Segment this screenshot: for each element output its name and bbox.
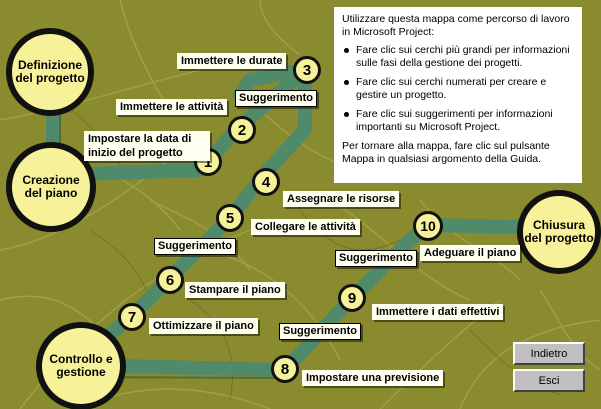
step-3-number: 3 <box>302 61 312 79</box>
phase-chiusura[interactable]: Chiusura del progetto <box>517 190 601 274</box>
step-8-number: 8 <box>280 360 290 378</box>
step-7-number: 7 <box>127 308 137 326</box>
step-10-circle[interactable]: 10 <box>413 211 443 241</box>
exit-button[interactable]: Esci <box>513 369 585 392</box>
step-2-label[interactable]: Immettere le attività <box>116 99 228 115</box>
step-2-circle[interactable]: 2 <box>228 116 256 144</box>
step-3-circle[interactable]: 3 <box>293 56 321 84</box>
step-5-number: 5 <box>225 209 235 227</box>
step-8-label[interactable]: Impostare una previsione <box>302 370 444 386</box>
info-footer: Per tornare alla mappa, fare clic sul pu… <box>342 140 550 165</box>
step-9-circle[interactable]: 9 <box>338 284 366 312</box>
step-10-label[interactable]: Adeguare il piano <box>420 245 521 261</box>
info-bullet-phases: Fare clic sui cerchi più grandi per info… <box>342 44 574 69</box>
step-6-number: 6 <box>165 271 175 289</box>
step-6-circle[interactable]: 6 <box>156 266 184 294</box>
info-intro: Utilizzare questa mappa come percorso di… <box>342 13 570 38</box>
tip-button-2[interactable]: Suggerimento <box>154 238 236 255</box>
info-list: Fare clic sui cerchi più grandi per info… <box>342 44 574 133</box>
info-panel: Utilizzare questa mappa come percorso di… <box>334 7 582 183</box>
step-7-circle[interactable]: 7 <box>118 303 146 331</box>
phase-creazione-label: Creazione del piano <box>22 173 80 200</box>
step-5-label[interactable]: Collegare le attività <box>251 219 360 235</box>
phase-controllo[interactable]: Controllo e gestione <box>36 322 126 409</box>
tip-button-3[interactable]: Suggerimento <box>335 250 417 267</box>
back-button[interactable]: Indietro <box>513 342 585 365</box>
step-9-number: 9 <box>347 289 357 307</box>
step-4-circle[interactable]: 4 <box>252 168 280 196</box>
phase-definizione[interactable]: Definizione del progetto <box>6 28 94 116</box>
phase-definizione-label: Definizione del progetto <box>15 58 85 85</box>
info-bullet-steps: Fare clic sui cerchi numerati per creare… <box>342 76 574 101</box>
tip-button-1[interactable]: Suggerimento <box>235 90 317 107</box>
step-1-label[interactable]: Impostare la data di inizio del progetto <box>84 131 210 161</box>
tip-button-4[interactable]: Suggerimento <box>279 323 361 340</box>
step-4-number: 4 <box>261 173 271 191</box>
step-1-number: 1 <box>203 153 213 171</box>
step-4-label[interactable]: Assegnare le risorse <box>283 191 400 207</box>
phase-controllo-label: Controllo e gestione <box>49 352 113 379</box>
phase-chiusura-label: Chiusura del progetto <box>524 218 594 245</box>
step-5-circle[interactable]: 5 <box>216 204 244 232</box>
step-7-label[interactable]: Ottimizzare il piano <box>149 318 258 334</box>
step-2-number: 2 <box>237 121 247 139</box>
step-10-number: 10 <box>420 218 436 234</box>
step-3-label[interactable]: Immettere le durate <box>177 53 287 69</box>
step-9-label[interactable]: Immettere i dati effettivi <box>372 304 504 320</box>
step-8-circle[interactable]: 8 <box>271 355 299 383</box>
phase-creazione[interactable]: Creazione del piano <box>6 142 96 232</box>
step-6-label[interactable]: Stampare il piano <box>185 282 285 298</box>
info-bullet-tips: Fare clic sui suggerimenti per informazi… <box>342 108 574 133</box>
